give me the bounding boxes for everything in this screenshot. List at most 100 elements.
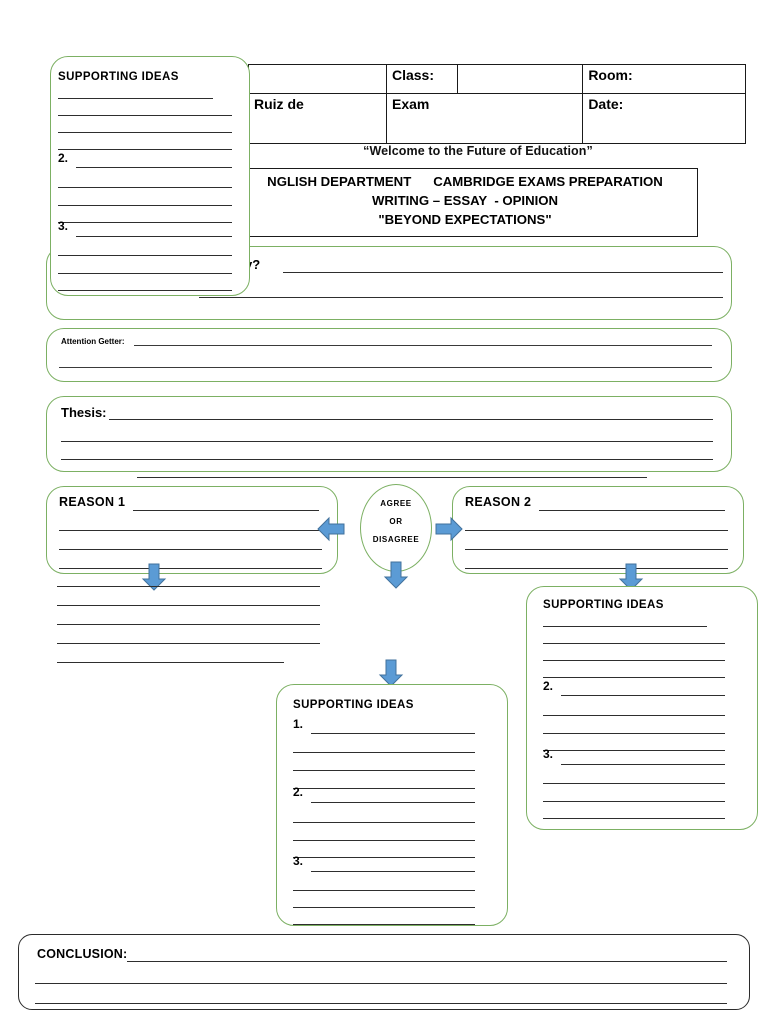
sr-line-10[interactable] <box>543 783 725 784</box>
sc-line-11[interactable] <box>293 907 475 908</box>
sc-line-4[interactable] <box>293 788 475 789</box>
sr-line-5[interactable] <box>561 695 725 696</box>
supporting-left-line-5[interactable] <box>57 662 284 663</box>
sr-line-3[interactable] <box>543 660 725 661</box>
reason-2-line-3[interactable] <box>465 549 728 550</box>
dept-heading-line-3: "BEYOND EXPECTATIONS" <box>378 212 552 227</box>
thesis-line-2[interactable] <box>61 441 713 442</box>
arrow-right-icon <box>434 514 464 544</box>
table-row: Class: Room: <box>248 64 746 94</box>
stl-line-12[interactable] <box>58 290 232 291</box>
sc-line-1[interactable] <box>311 733 475 734</box>
supporting-left-line-2[interactable] <box>57 605 320 606</box>
attention-getter-box[interactable]: Attention Getter: <box>46 328 732 382</box>
conclusion-label: CONCLUSION: <box>37 947 128 961</box>
stl-line-6[interactable] <box>58 187 232 188</box>
reason-1-line-2[interactable] <box>59 530 322 531</box>
conclusion-box[interactable]: CONCLUSION: <box>18 934 750 1010</box>
reason-2-line-1[interactable] <box>539 510 725 511</box>
stl-line-3[interactable] <box>58 132 232 133</box>
thesis-box[interactable]: Thesis: <box>46 396 732 478</box>
sr-line-1[interactable] <box>543 626 707 627</box>
conclusion-line-2[interactable] <box>35 983 727 984</box>
sr-line-8[interactable] <box>543 750 725 751</box>
stl-marker-2: 2. <box>58 151 69 165</box>
sc-line-9[interactable] <box>311 871 475 872</box>
cell-class-label: Class: <box>385 64 458 94</box>
topic-line-1[interactable] <box>283 272 723 273</box>
thesis-label: Thesis: <box>61 405 107 420</box>
cell-room-label: Room: <box>582 64 746 94</box>
sr-line-9[interactable] <box>561 764 725 765</box>
attention-line-2[interactable] <box>59 367 712 368</box>
attention-line-1[interactable] <box>134 345 712 346</box>
reason-1-line-3[interactable] <box>59 549 322 550</box>
sc-line-8[interactable] <box>293 857 475 858</box>
sr-line-6[interactable] <box>543 715 725 716</box>
stl-line-11[interactable] <box>58 273 232 274</box>
stl-line-2[interactable] <box>58 115 232 116</box>
sc-line-10[interactable] <box>293 890 475 891</box>
reason-2-label: REASON 2 <box>465 495 532 509</box>
supporting-left-lines-area[interactable] <box>46 576 346 672</box>
header-info-table: Class: Room: Ruiz de Exam Date: <box>248 64 746 144</box>
reason-2-line-2[interactable] <box>465 530 728 531</box>
sc-line-7[interactable] <box>293 840 475 841</box>
supporting-top-left-title: SUPPORTING IDEAS <box>58 71 179 83</box>
sc-line-5[interactable] <box>311 802 475 803</box>
ellipse-line-disagree: DISAGREE <box>372 535 420 544</box>
thesis-line-4[interactable] <box>137 477 647 478</box>
sc-marker-2: 2. <box>293 785 304 799</box>
stl-line-7[interactable] <box>58 205 232 206</box>
stl-line-8[interactable] <box>58 222 232 223</box>
thesis-line-1[interactable] <box>109 419 713 420</box>
school-motto: “Welcome to the Future of Education” <box>363 144 593 158</box>
supporting-ideas-center-box[interactable]: SUPPORTING IDEAS 1. 2. 3. <box>276 684 508 926</box>
topic-line-2[interactable] <box>199 297 723 298</box>
sr-marker-3: 3. <box>543 747 554 761</box>
stl-marker-3: 3. <box>58 219 69 233</box>
sr-line-2[interactable] <box>543 643 725 644</box>
reason-1-box[interactable]: REASON 1 <box>46 486 338 574</box>
stl-line-5[interactable] <box>76 167 232 168</box>
reason-1-line-1[interactable] <box>133 510 319 511</box>
ellipse-line-or: OR <box>389 517 403 526</box>
supporting-left-line-4[interactable] <box>57 643 320 644</box>
sc-marker-3: 3. <box>293 854 304 868</box>
sr-line-7[interactable] <box>543 733 725 734</box>
supporting-left-line-1[interactable] <box>57 586 320 587</box>
arrow-down-left-icon <box>139 562 169 592</box>
sr-marker-2: 2. <box>543 679 554 693</box>
reason-1-label: REASON 1 <box>59 495 126 509</box>
supporting-left-line-3[interactable] <box>57 624 320 625</box>
cell-school-name <box>248 64 387 94</box>
cell-date-label: Date: <box>582 93 746 144</box>
cell-exam-label: Exam <box>385 93 584 144</box>
stl-line-1[interactable] <box>58 98 213 99</box>
stl-line-4[interactable] <box>58 149 232 150</box>
conclusion-line-1[interactable] <box>127 961 727 962</box>
sr-line-12[interactable] <box>543 818 725 819</box>
sc-marker-1: 1. <box>293 717 304 731</box>
supporting-ideas-top-left-box[interactable]: SUPPORTING IDEAS 2. 3. <box>50 56 250 296</box>
sc-line-6[interactable] <box>293 822 475 823</box>
department-heading-box: NGLISH DEPARTMENT CAMBRIDGE EXAMS PREPAR… <box>232 168 698 237</box>
supporting-center-title: SUPPORTING IDEAS <box>293 699 414 711</box>
supporting-ideas-right-box[interactable]: SUPPORTING IDEAS 2. 3. <box>526 586 758 830</box>
cell-class-value[interactable] <box>456 64 584 94</box>
sr-line-4[interactable] <box>543 677 725 678</box>
sc-line-3[interactable] <box>293 770 475 771</box>
conclusion-line-3[interactable] <box>35 1003 727 1004</box>
stl-line-9[interactable] <box>76 236 232 237</box>
stl-line-10[interactable] <box>58 255 232 256</box>
arrow-down-right-icon <box>616 562 646 592</box>
agree-disagree-ellipse[interactable]: AGREE OR DISAGREE <box>360 484 432 572</box>
reason-2-line-4[interactable] <box>465 568 728 569</box>
sc-line-2[interactable] <box>293 752 475 753</box>
ellipse-line-agree: AGREE <box>380 499 412 508</box>
reason-1-line-4[interactable] <box>59 568 322 569</box>
reason-2-box[interactable]: REASON 2 <box>452 486 744 574</box>
sc-line-12[interactable] <box>293 924 475 925</box>
sr-line-11[interactable] <box>543 801 725 802</box>
thesis-line-3[interactable] <box>61 459 713 460</box>
